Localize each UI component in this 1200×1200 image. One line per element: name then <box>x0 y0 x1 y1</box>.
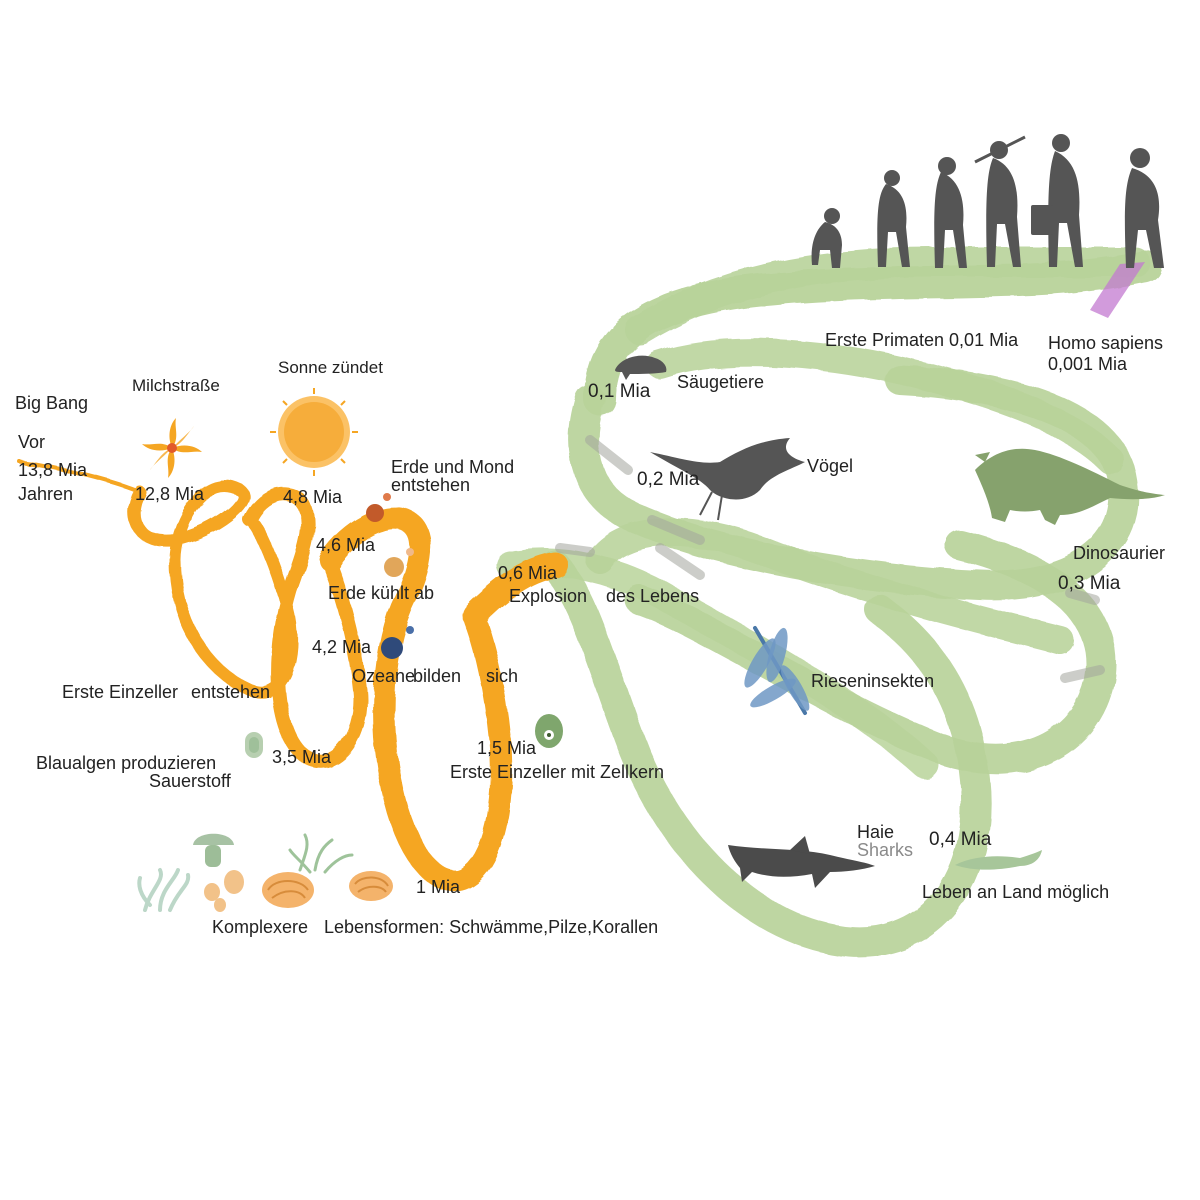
homo-sapiens-band <box>1090 262 1145 318</box>
label-komplexere: Komplexere <box>212 917 309 937</box>
label-12-8-mia: 12,8 Mia <box>135 484 205 504</box>
label-erde-und-mond: Erde und Mond <box>391 457 515 477</box>
orange-ribbon-loop-3 <box>319 507 513 892</box>
green-ribbon-loop-lower <box>540 550 992 958</box>
human-evolution-icon <box>811 134 1164 268</box>
label-ozeane: Ozeane <box>352 666 416 686</box>
green-ribbon-mammal-strand <box>646 338 1124 474</box>
orange-ribbon-loop-2 <box>243 487 368 769</box>
label-13-8-mia: 13,8 Mia <box>18 460 88 480</box>
coral-icon <box>262 833 393 908</box>
label-rieseninsekten: Rieseninsekten <box>811 671 935 691</box>
label-saeugetiere: Säugetiere <box>677 372 765 392</box>
label-0-4-mia: 0,4 Mia <box>929 829 992 850</box>
shark-icon <box>728 836 875 888</box>
label-erde-kuehlt-ab: Erde kühlt ab <box>328 583 435 603</box>
orange-ribbon-loop-4 <box>462 552 568 628</box>
label-milchstrasse: Milchstraße <box>132 376 220 395</box>
eukaryote-cell-icon <box>535 714 563 748</box>
label-1-mia: 1 Mia <box>416 877 461 897</box>
label-1-5-mia: 1,5 Mia <box>477 738 537 758</box>
orange-ribbon-loop-1 <box>128 480 298 699</box>
label-dinosaurier: Dinosaurier <box>1073 543 1166 563</box>
label-vor: Vor <box>18 432 46 452</box>
label-erste-einzeller: Erste Einzeller <box>62 682 179 702</box>
label-0-3-mia: 0,3 Mia <box>1058 573 1121 594</box>
label-4-2-mia: 4,2 Mia <box>312 637 372 657</box>
label-0-001-mia: 0,001 Mia <box>1048 354 1128 374</box>
label-entstehen-2: entstehen <box>191 682 271 702</box>
ocean-icon <box>381 626 414 659</box>
milky-way-icon <box>142 418 202 478</box>
label-haie: Haie <box>857 822 895 842</box>
label-big-bang: Big Bang <box>15 393 89 413</box>
label-sich: sich <box>486 666 519 686</box>
label-leben-an-land: Leben an Land möglich <box>922 882 1110 902</box>
mushroom-icon <box>193 833 244 912</box>
label-0-1-mia: 0,1 Mia <box>588 381 651 402</box>
label-blaualgen: Blaualgen produzieren <box>36 753 217 773</box>
dragonfly-icon <box>744 626 810 715</box>
earth-moon-icon <box>366 493 391 522</box>
label-entstehen: entstehen <box>391 475 471 495</box>
label-3-5-mia: 3,5 Mia <box>272 747 332 767</box>
land-plant-icon <box>955 850 1042 870</box>
sun-icon <box>270 388 358 476</box>
label-erste-primaten: Erste Primaten 0,01 Mia <box>825 330 1019 350</box>
label-einzeller-zellkern: Erste Einzeller mit Zellkern <box>450 762 665 782</box>
dinosaur-icon <box>975 448 1165 525</box>
label-homo-sapiens: Homo sapiens <box>1048 333 1164 353</box>
label-4-8-mia: 4,8 Mia <box>283 487 343 507</box>
label-sonne-zuendet: Sonne zündet <box>278 358 383 377</box>
blue-algae-icon <box>245 732 263 758</box>
label-sauerstoff: Sauerstoff <box>149 771 231 791</box>
label-4-6-mia: 4,6 Mia <box>316 535 376 555</box>
orange-timeline-ribbon <box>18 460 568 892</box>
ribbon-shading <box>555 435 1105 683</box>
label-lebensformen: Lebensformen: Schwämme,Pilze,Korallen <box>324 917 659 937</box>
bird-icon <box>650 438 805 521</box>
sponge-icon <box>137 868 191 912</box>
label-0-6-mia: 0,6 Mia <box>498 563 558 583</box>
label-sharks: Sharks <box>857 840 914 860</box>
cooling-earth-icon <box>384 548 414 577</box>
label-jahren: Jahren <box>18 484 74 504</box>
label-des-lebens: des Lebens <box>606 586 700 606</box>
label-voegel: Vögel <box>807 456 854 476</box>
orange-ribbon-start-tail <box>18 460 142 494</box>
label-0-2-mia: 0,2 Mia <box>637 469 700 490</box>
mammal-icon <box>615 355 667 380</box>
label-bilden: bilden <box>413 666 462 686</box>
label-explosion: Explosion <box>509 586 588 606</box>
